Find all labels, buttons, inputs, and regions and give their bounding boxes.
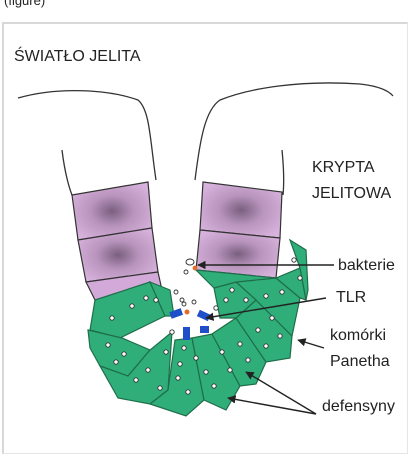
label-paneth-line1: komórki <box>330 327 386 344</box>
lumen-title: ŚWIATŁO JELITA <box>14 46 141 65</box>
label-crypt-line2: JELITOWA <box>312 185 391 202</box>
crypt-cell <box>200 182 282 238</box>
pointer-paneth <box>298 340 324 348</box>
label-paneth-line2: Panetha <box>330 353 390 370</box>
label-bacteria: bakterie <box>338 257 395 274</box>
tlr-receptors <box>169 302 210 340</box>
label-tlr: TLR <box>336 289 366 306</box>
villus-edge-left <box>62 150 72 195</box>
villus-edge-right <box>282 150 284 195</box>
bacteria <box>174 259 197 304</box>
villus-outline-left <box>18 91 156 180</box>
label-crypt-line1: KRYPTA <box>312 159 375 176</box>
label-defensins: defensyny <box>322 398 395 415</box>
